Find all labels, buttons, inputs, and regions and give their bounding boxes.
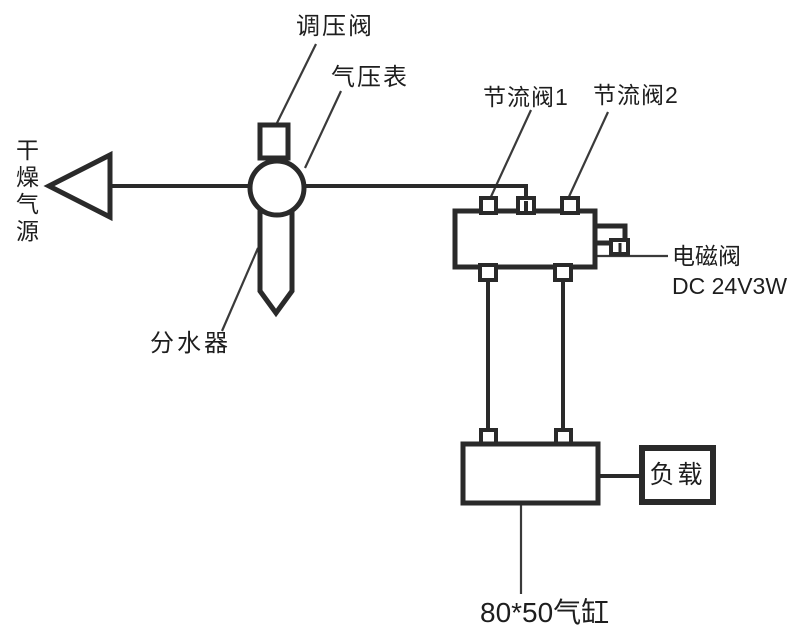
separator-leader-line: [220, 247, 260, 332]
cylinder-label: 80*50气缸: [480, 597, 610, 628]
regulator-valve-label: 调压阀: [296, 13, 374, 40]
regulator-leader-line: [274, 43, 317, 128]
throttle-valve-2-port: [560, 196, 580, 215]
load-label: 负载: [649, 460, 706, 489]
water-separator-body: [257, 208, 295, 318]
throttle-valve-1-port: [479, 196, 498, 215]
main-air-pipe: [110, 184, 528, 209]
throttle2-leader-line: [566, 111, 609, 202]
load-box: [639, 445, 716, 505]
air-source-triangle-icon: [43, 150, 113, 222]
throttle-valve-1-label: 节流阀1: [483, 84, 569, 110]
solenoid-valve-spec: DC 24V3W: [672, 273, 788, 299]
regulator-valve-body: [257, 122, 291, 161]
air-source-label: 干燥气源: [12, 138, 39, 246]
throttle-valve-2-label: 节流阀2: [593, 82, 679, 108]
water-separator-label: 分水器: [150, 330, 231, 357]
leader-lines: [220, 43, 668, 594]
pressure-gauge-label: 气压表: [331, 64, 409, 91]
cylinder-body: [460, 441, 601, 506]
solenoid-valve-body: [452, 208, 598, 270]
pressure-gauge-circle: [247, 158, 307, 218]
solenoid-valve-label: 电磁阀 DC 24V3W: [672, 241, 787, 301]
valve-bottom-port-left: [478, 263, 498, 282]
solenoid-valve-name: 电磁阀: [672, 243, 741, 269]
gauge-leader-line: [304, 90, 342, 169]
valve-bottom-port-right: [553, 263, 573, 282]
